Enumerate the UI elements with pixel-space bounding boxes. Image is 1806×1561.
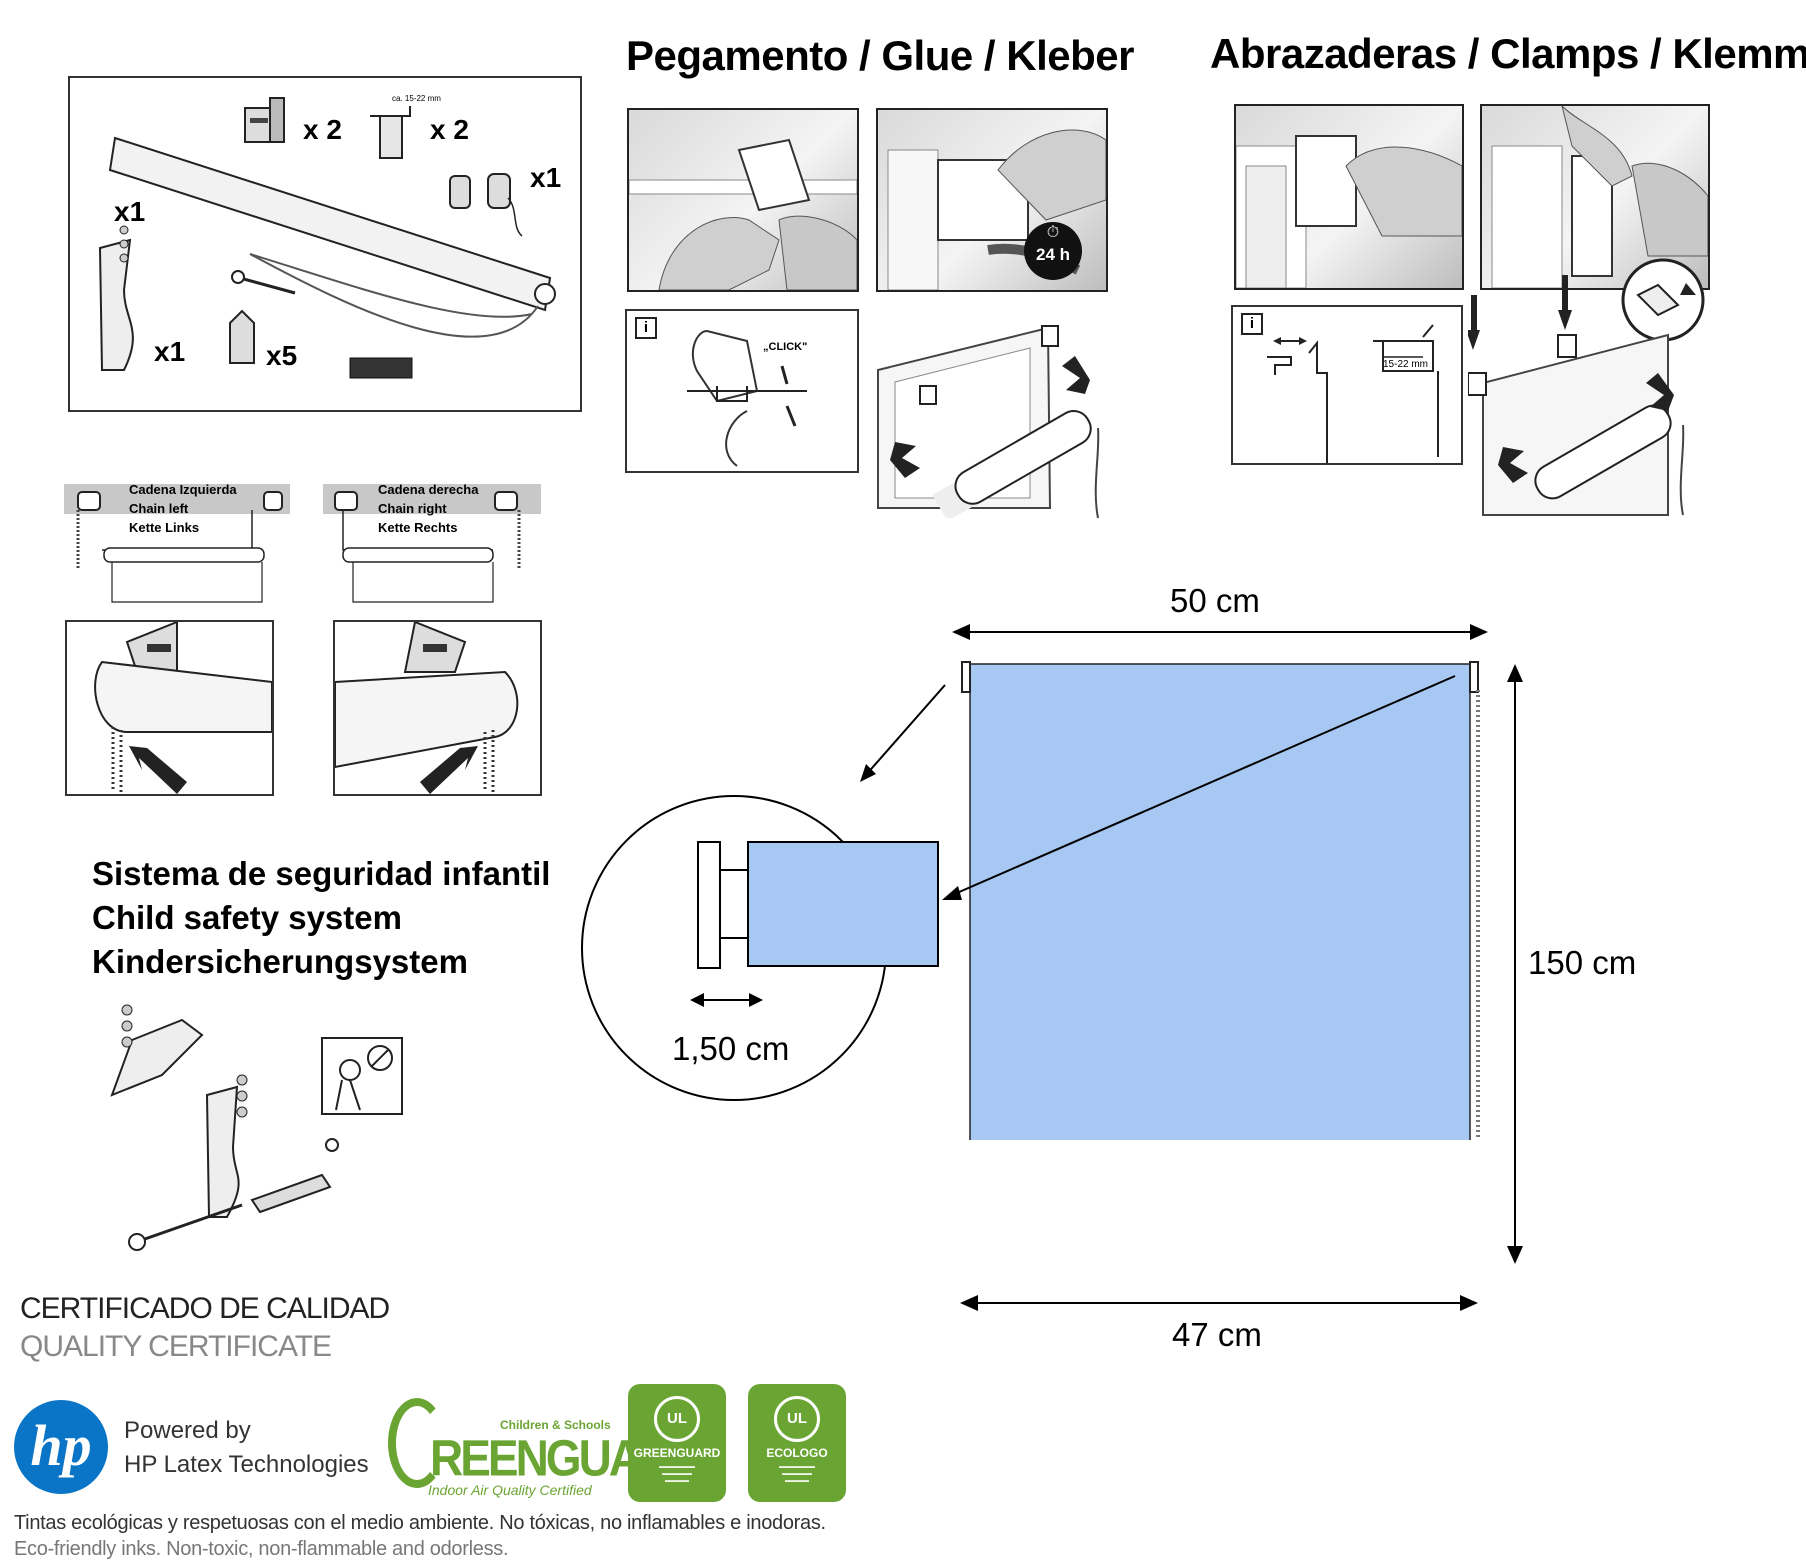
child-safety-title: Sistema de seguridad infantil Child safe… (92, 855, 551, 980)
arrowhead (942, 886, 962, 900)
ul-mark-icon: UL (774, 1396, 820, 1442)
dimensions-diagram (581, 624, 1523, 1140)
timer-badge: ⏱ 24 h (1024, 222, 1082, 280)
greenguard-logo: Children & Schools REENGUARD Indoor Air … (380, 1390, 702, 1500)
glue-photo-2: ⏱ 24 h (876, 108, 1108, 292)
chain-left-closeup (65, 620, 274, 796)
height-label: 150 cm (1528, 944, 1637, 981)
info-icon: i (635, 317, 657, 339)
ul-greenguard-badge: UL GREENGUARD ▬▬▬▬▬▬▬▬▬▬▬▬▬▬▬ (628, 1384, 726, 1502)
qty-roller: x1 (114, 196, 146, 227)
detail-fabric (747, 841, 939, 967)
chain-left-arrow (129, 746, 187, 794)
clamp-range-label: 15-22 mm (1383, 359, 1429, 370)
arrowhead (952, 624, 970, 640)
dimensions-lower (960, 1110, 1523, 1311)
arrowhead (1470, 624, 1488, 640)
qty-bracket: x 2 (303, 114, 342, 145)
stopwatch-icon: ⏱ (1046, 224, 1060, 241)
roller-tube (108, 136, 552, 312)
arrowhead (749, 993, 763, 1007)
footer-es: Tintas ecológicas y respetuosas con el m… (14, 1512, 826, 1534)
clamps-info-panel: i 15-22 mm (1231, 305, 1463, 465)
clamps-photo-2 (1480, 104, 1710, 290)
chain-right-arrow (420, 746, 478, 794)
top-width-label: 50 cm (1170, 582, 1260, 619)
ul-ecologo-badge: UL ECOLOGO ▬▬▬▬▬▬▬▬▬▬▬▬▬▬▬ (748, 1384, 846, 1502)
globe-icon (388, 1398, 446, 1488)
safety-clip-icon (98, 225, 134, 371)
adhesive-pad (349, 357, 413, 379)
clamps-photo-1 (1234, 104, 1464, 290)
ul-mark-icon: UL (654, 1396, 700, 1442)
arrowhead (690, 993, 704, 1007)
arrowhead (1507, 1246, 1523, 1264)
glue-info-panel: i „CLICK" (625, 309, 859, 473)
info-icon: i (1241, 313, 1263, 335)
kit-illustration (98, 97, 556, 379)
blind-fabric (969, 663, 1471, 1140)
qty-clamp: x 2 (430, 114, 469, 145)
end-caps-icon (449, 173, 523, 237)
child-warning-box (321, 1037, 403, 1115)
kit-contents-panel: x 2 x 2 ca. 15-22 mm x1 x1 x1 x5 (68, 76, 582, 412)
clamps-heading: Abrazaderas / Clamps / Klemmen (1210, 30, 1806, 77)
arrowhead (960, 1295, 978, 1311)
bracket-icon (244, 97, 285, 143)
glue-heading: Pegamento / Glue / Kleber (626, 32, 1134, 79)
screw-anchor-icon (229, 270, 296, 364)
glue-mount-illustration (877, 325, 1100, 518)
glue-photo-1 (627, 108, 859, 292)
detail-bracket (719, 869, 749, 939)
footer-en: Eco-friendly inks. Non-toxic, non-flamma… (14, 1538, 509, 1560)
bracket-left (961, 661, 971, 693)
clamps-mount-illustration (1468, 258, 1705, 516)
qty-safety: x1 (154, 336, 186, 367)
child-safety-illustration (110, 1004, 403, 1251)
cert-title-en: QUALITY CERTIFICATE (20, 1330, 332, 1363)
hp-logo: hp (14, 1400, 108, 1494)
qty-screws: x5 (266, 340, 298, 371)
detail-width-label: 1,50 cm (672, 1030, 790, 1067)
chain-right-closeup (333, 620, 542, 796)
clamp-range-note: ca. 15-22 mm (392, 94, 441, 103)
bracket-right (1469, 661, 1479, 693)
click-label: „CLICK" (763, 341, 808, 353)
arrowhead (860, 764, 876, 782)
qty-caps: x1 (530, 162, 562, 193)
arrowhead (1460, 1295, 1478, 1311)
chain-loop (249, 253, 539, 338)
bottom-width-label: 47 cm (1172, 1316, 1262, 1353)
cert-title-es: CERTIFICADO DE CALIDAD (20, 1292, 390, 1325)
arrowhead (1507, 664, 1523, 682)
clamp-icon (370, 106, 411, 159)
detail-wall-plate (697, 841, 721, 969)
hp-powered-text: Powered by HP Latex Technologies (124, 1417, 369, 1478)
